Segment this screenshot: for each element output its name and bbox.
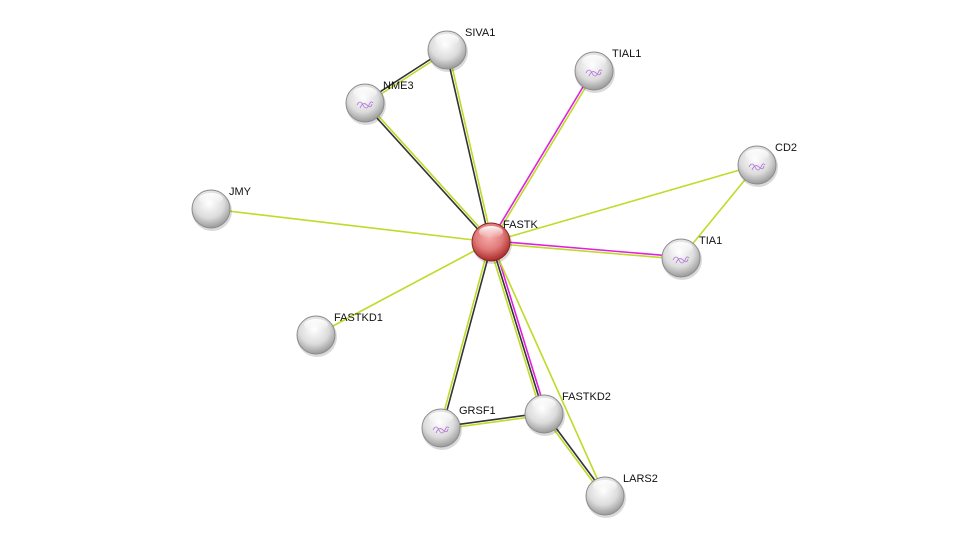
- node-label: SIVA1: [465, 27, 495, 39]
- edge-line-textmining: [487, 242, 543, 415]
- edge-line-textmining: [447, 49, 493, 242]
- node-label: NME3: [383, 80, 414, 92]
- node-label: LARS2: [623, 473, 658, 485]
- node-label: TIAL1: [612, 48, 641, 60]
- node-fastkd2[interactable]: FASTKD2: [524, 391, 611, 436]
- edge-fastk-fastkd2[interactable]: [487, 241, 548, 415]
- node-label: CD2: [775, 142, 797, 154]
- edge-line-textmining: [490, 242, 681, 260]
- edge-line-textmining: [365, 101, 493, 242]
- edge-line-textmining: [490, 164, 758, 243]
- edge-line-textmining: [680, 164, 758, 259]
- edge-cd2-tia1[interactable]: [680, 164, 758, 259]
- edge-line-coexpression: [490, 241, 545, 415]
- edge-line-textmining: [490, 241, 606, 497]
- edge-line-coexpression: [363, 103, 491, 244]
- node-cd2[interactable]: CD2: [737, 142, 797, 187]
- node-label: TIA1: [699, 235, 722, 247]
- protein-structure-icon: [432, 426, 450, 434]
- node-highlight: [479, 226, 503, 238]
- node-label: FASTKD1: [334, 312, 383, 324]
- node-highlight: [593, 480, 617, 492]
- edge-fastk-cd2[interactable]: [490, 164, 758, 243]
- node-label: JMY: [229, 186, 252, 198]
- node-highlight: [435, 34, 459, 46]
- edge-line-textmining: [439, 241, 491, 428]
- node-highlight: [353, 87, 377, 99]
- node-fastkd1[interactable]: FASTKD1: [296, 312, 383, 357]
- edge-fastk-jmy[interactable]: [210, 208, 492, 243]
- protein-structure-icon: [672, 256, 690, 264]
- node-label: GRSF1: [459, 405, 496, 417]
- node-fastk[interactable]: FASTK: [471, 219, 539, 264]
- node-highlight: [199, 193, 223, 205]
- edge-line-experiments: [492, 241, 548, 414]
- node-highlight: [532, 398, 556, 410]
- edge-line-coexpression: [445, 50, 491, 243]
- edge-line-textmining: [491, 71, 596, 244]
- edge-line-experiments: [491, 240, 682, 258]
- node-highlight: [669, 242, 693, 254]
- edge-line-experiments: [489, 69, 594, 242]
- edge-line-coexpression: [441, 242, 493, 429]
- node-tia1[interactable]: TIA1: [661, 235, 722, 280]
- protein-structure-icon: [356, 101, 374, 109]
- edge-fastk-siva1[interactable]: [445, 49, 493, 243]
- node-highlight: [745, 149, 769, 161]
- node-siva1[interactable]: SIVA1: [427, 27, 495, 72]
- protein-structure-icon: [748, 163, 766, 171]
- edge-line-textmining: [210, 208, 492, 243]
- node-label: FASTKD2: [562, 391, 611, 403]
- node-lars2[interactable]: LARS2: [585, 473, 658, 518]
- node-highlight: [304, 319, 328, 331]
- edge-fastk-fastkd1[interactable]: [315, 241, 492, 336]
- node-grsf1[interactable]: GRSF1: [421, 405, 496, 450]
- protein-structure-icon: [585, 69, 603, 77]
- edge-fastk-tial1[interactable]: [489, 69, 596, 244]
- edge-fastk-lars2[interactable]: [490, 241, 606, 497]
- edge-line-textmining: [315, 241, 492, 336]
- node-tial1[interactable]: TIAL1: [574, 48, 641, 93]
- node-highlight: [582, 55, 606, 67]
- edge-fastk-nme3[interactable]: [363, 101, 493, 244]
- edge-fastk-tia1[interactable]: [490, 240, 682, 260]
- edge-fastk-grsf1[interactable]: [439, 241, 493, 429]
- node-highlight: [429, 412, 453, 424]
- node-label: FASTK: [503, 219, 539, 231]
- node-nme3[interactable]: NME3: [345, 80, 414, 125]
- node-jmy[interactable]: JMY: [191, 186, 252, 231]
